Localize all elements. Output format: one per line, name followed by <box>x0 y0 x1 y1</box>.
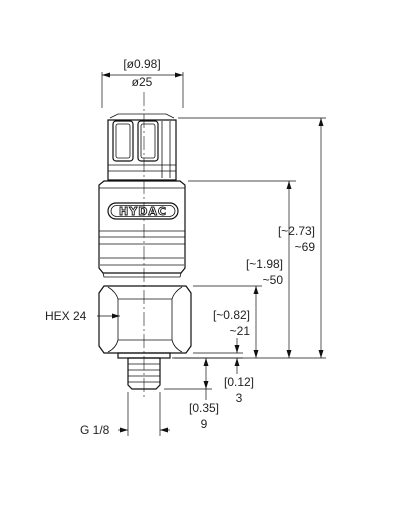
hydac-logo: HYDAC <box>107 202 179 220</box>
body-height-inch-label: [~1.98] <box>246 257 283 271</box>
connector-plug <box>107 113 177 181</box>
hex-height-inch-label: [~0.82] <box>213 308 250 322</box>
body-height-mm-label: ~50 <box>263 273 284 287</box>
hex-callout: HEX 24 <box>45 309 120 323</box>
diameter-mm-label: ø25 <box>132 75 153 89</box>
diameter-dimension: [ø0.98] ø25 <box>101 57 184 108</box>
thread-length-dimension: [0.35] 9 <box>164 358 219 431</box>
body-height-dimension: [~1.98] ~50 <box>188 180 296 358</box>
collar-inch-label: [0.12] <box>224 375 254 389</box>
thread-length-inch-label: [0.35] <box>189 401 219 415</box>
diameter-inch-label: [ø0.98] <box>123 57 160 71</box>
sensor-body <box>98 180 186 278</box>
hex-nut <box>98 285 192 354</box>
hex-height-dimension: [~0.82] ~21 <box>193 285 262 358</box>
collar-dimension: [0.12] 3 <box>174 338 254 405</box>
hex-size-label: HEX 24 <box>45 309 87 323</box>
thread-length-mm-label: 9 <box>201 417 208 431</box>
overall-mm-label: ~69 <box>295 240 316 254</box>
collar-mm-label: 3 <box>236 391 243 405</box>
overall-inch-label: [~2.73] <box>278 224 315 238</box>
overall-length-dimension: [~2.73] ~69 <box>172 117 326 359</box>
thread-size-dimension: G 1/8 <box>80 392 170 437</box>
hydac-logo-text: HYDAC <box>119 205 167 218</box>
thread-size-label: G 1/8 <box>80 423 110 437</box>
hex-height-mm-label: ~21 <box>230 324 251 338</box>
